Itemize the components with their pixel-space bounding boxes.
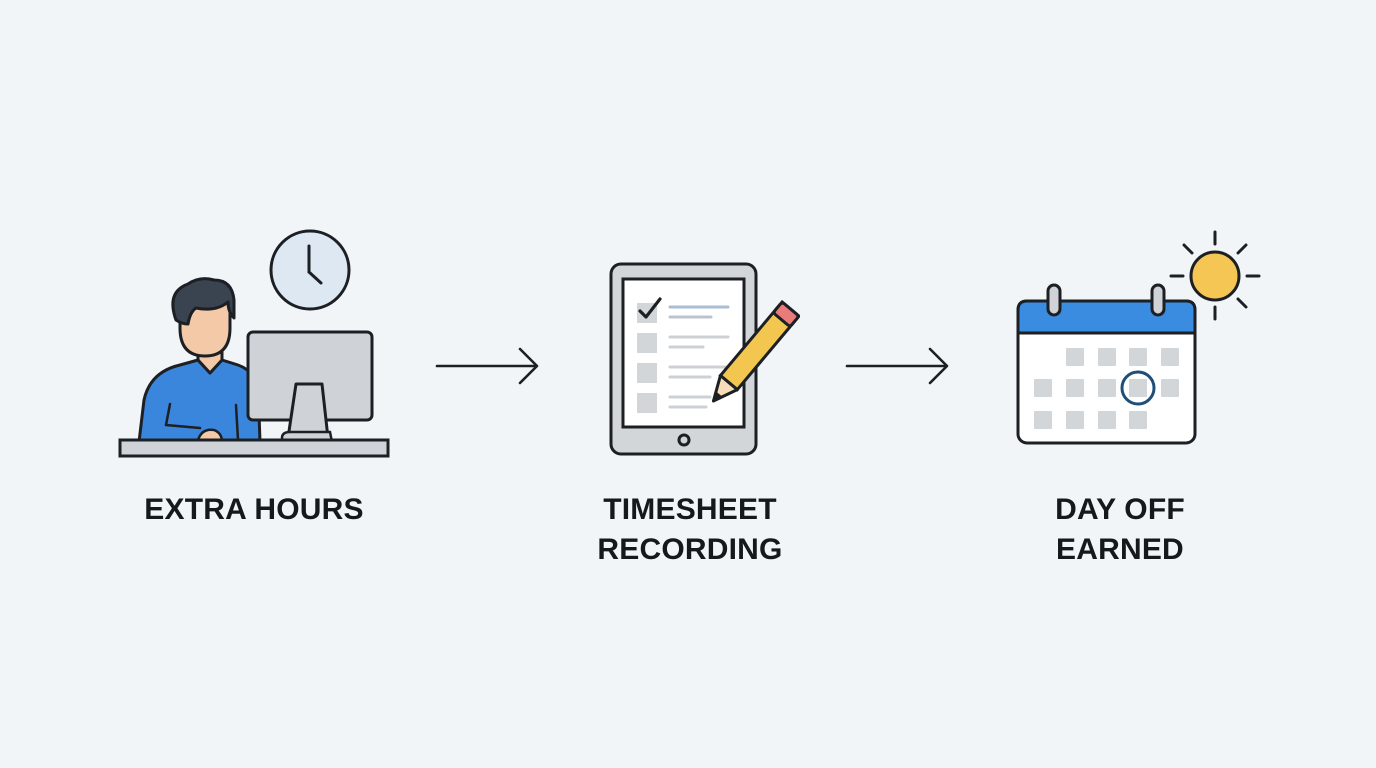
calendar-days bbox=[1034, 348, 1179, 429]
step-label-day-off-earned: DAY OFF EARNED bbox=[1055, 493, 1185, 566]
computer-monitor-icon bbox=[246, 330, 374, 444]
checklist bbox=[637, 297, 730, 413]
desk bbox=[118, 438, 390, 458]
person-figure bbox=[137, 277, 262, 444]
step-label-timesheet-recording: TIMESHEET RECORDING bbox=[597, 493, 783, 566]
tablet-checklist-with-pencil-icon bbox=[609, 262, 800, 456]
arrow-right-icon bbox=[435, 347, 539, 385]
checkmark-icon bbox=[638, 297, 662, 319]
pencil-icon bbox=[711, 299, 800, 403]
calendar-with-sun-icon bbox=[1016, 230, 1261, 445]
highlighted-day-ring bbox=[1120, 370, 1156, 406]
sun-icon bbox=[1169, 230, 1261, 321]
person-at-computer-with-clock-icon bbox=[118, 229, 390, 458]
clock-icon bbox=[269, 229, 351, 311]
step-label-extra-hours: EXTRA HOURS bbox=[144, 493, 364, 526]
arrow-right-icon bbox=[845, 347, 949, 385]
